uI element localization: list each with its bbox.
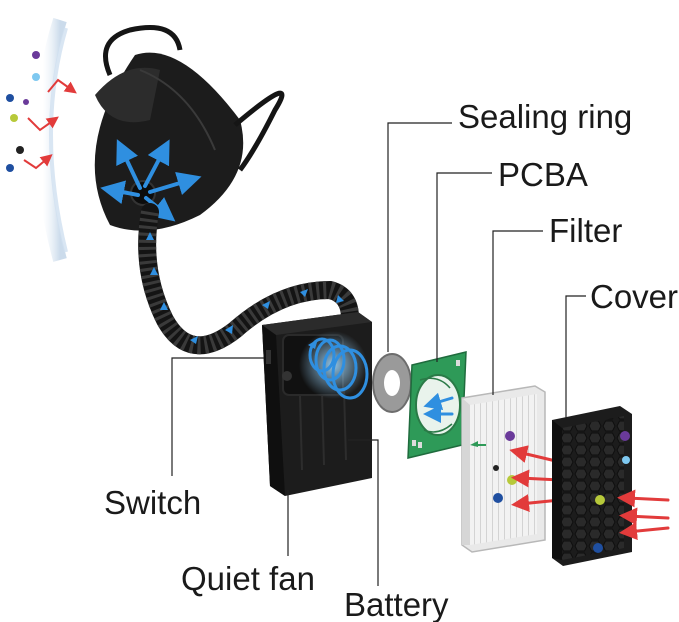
leader-pcba xyxy=(436,172,492,362)
label-pcba: PCBA xyxy=(498,156,588,193)
label-filter: Filter xyxy=(549,212,623,249)
label-cover: Cover xyxy=(590,278,679,315)
label-sealing-ring: Sealing ring xyxy=(458,98,633,135)
leader-switch xyxy=(171,357,264,476)
label-switch: Switch xyxy=(104,484,202,521)
cover-air-arrows xyxy=(617,489,670,541)
air-hose-icon xyxy=(138,203,359,355)
label-battery: Battery xyxy=(344,586,449,622)
sealing-ring-icon xyxy=(372,353,412,413)
leader-battery xyxy=(348,439,379,586)
face-mask-icon xyxy=(94,25,285,231)
vent-cover-icon xyxy=(552,406,632,566)
leader-filter xyxy=(492,230,543,395)
label-quiet-fan: Quiet fan xyxy=(181,560,315,597)
pcb-board-icon xyxy=(407,351,467,459)
airborne-particles xyxy=(6,51,40,172)
fan-airflow-glow xyxy=(299,331,369,400)
leader-cover xyxy=(565,295,586,418)
deflected-air-arrows xyxy=(23,78,77,170)
leader-lines xyxy=(171,122,586,586)
filter-cartridge-icon xyxy=(461,385,546,553)
leader-sealing-ring xyxy=(387,122,452,352)
clean-air-shield xyxy=(35,17,67,262)
